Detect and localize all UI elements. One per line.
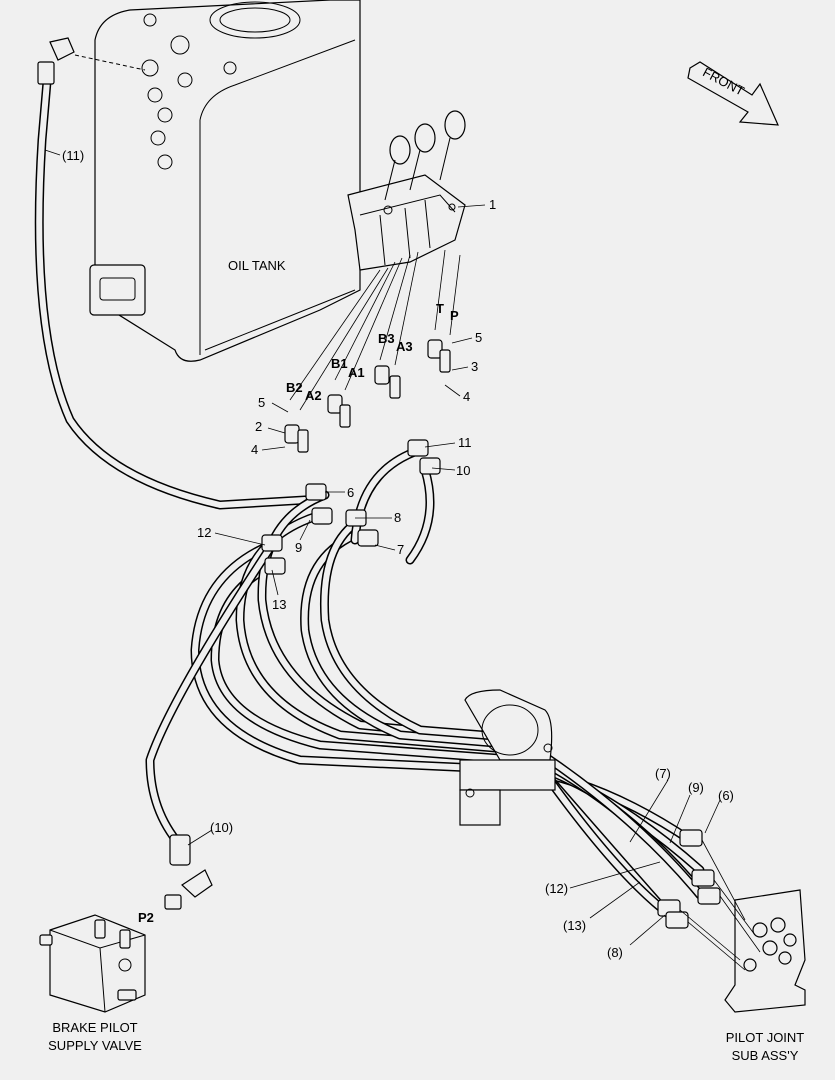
ref-callout-7: (7) (655, 766, 671, 781)
hose-bundle (145, 445, 705, 920)
callout-leaders (44, 149, 721, 946)
brake-valve-label-line2: SUPPLY VALVE (48, 1038, 142, 1053)
callout-1: 1 (489, 197, 496, 212)
port-label-a3: A3 (396, 339, 413, 354)
oil-tank (74, 0, 361, 362)
ref-callout-11: (11) (62, 148, 84, 163)
front-arrow (687, 61, 779, 126)
pilot-joint-label-line1: PILOT JOINT (726, 1030, 805, 1045)
callout-6: 6 (347, 485, 354, 500)
port-label-b2: B2 (286, 380, 303, 395)
callout-10: 10 (456, 463, 470, 478)
valve-port-leaders (289, 249, 461, 411)
callout-3: 3 (471, 359, 478, 374)
callout-4-right: 4 (463, 389, 470, 404)
brake-pilot-supply-valve (39, 834, 213, 1013)
hose-11-tank (34, 37, 310, 510)
ref-callout-12: (12) (545, 881, 568, 896)
ref-callout-9: (9) (688, 780, 704, 795)
port-label-a2: A2 (305, 388, 322, 403)
port-label-p2: P2 (138, 910, 154, 925)
callout-7: 7 (397, 542, 404, 557)
pilot-joint-sub-assy (657, 829, 806, 1013)
callout-2: 2 (255, 419, 262, 434)
port-label-t: T (436, 301, 444, 316)
pilot-valve-assembly (347, 110, 466, 271)
pilot-joint-label-line2: SUB ASS'Y (732, 1048, 799, 1063)
callout-9: 9 (295, 540, 302, 555)
hose-clamp-bracket (459, 689, 556, 826)
port-label-p: P (450, 308, 459, 323)
callout-5-left: 5 (258, 395, 265, 410)
ref-callout-8: (8) (607, 945, 623, 960)
hose-end-fittings (261, 439, 441, 575)
callout-12: 12 (197, 525, 211, 540)
port-label-b1: B1 (331, 356, 348, 371)
ref-callout-10: (10) (210, 820, 233, 835)
callout-4-left: 4 (251, 442, 258, 457)
ref-callout-6: (6) (718, 788, 734, 803)
oil-tank-label: OIL TANK (228, 258, 286, 273)
callout-11: 11 (458, 435, 472, 450)
callout-13: 13 (272, 597, 286, 612)
port-label-a1: A1 (348, 365, 365, 380)
callout-8: 8 (394, 510, 401, 525)
port-fittings (284, 339, 451, 453)
ref-callout-13: (13) (563, 918, 586, 933)
port-label-b3: B3 (378, 331, 395, 346)
brake-valve-label-line1: BRAKE PILOT (52, 1020, 137, 1035)
callout-5-right: 5 (475, 330, 482, 345)
